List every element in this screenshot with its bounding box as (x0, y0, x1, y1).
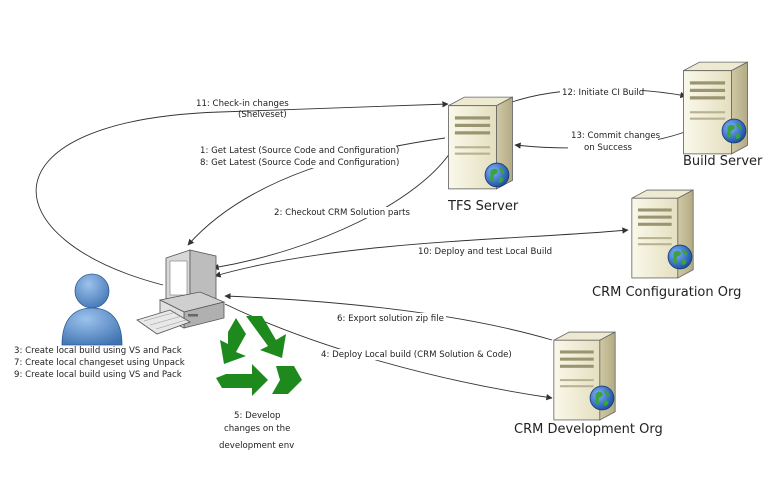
checkout-label: 2: Checkout CRM Solution parts (274, 208, 411, 218)
initiate-ci-label: 12: Initiate CI Build (562, 88, 644, 98)
tfs-server-icon (447, 96, 514, 190)
crm-dev-org-label: CRM Development Org (514, 422, 663, 437)
tfs-server-label: TFS Server (447, 199, 519, 214)
workstation-icon (136, 249, 226, 335)
crm-dev-server-icon (553, 331, 616, 421)
commit-label-line1: 13: Commit changes (571, 131, 661, 141)
export-label: 6: Export solution zip file (337, 314, 444, 324)
deploy-test-connector (214, 227, 629, 278)
build-server-icon (682, 61, 749, 155)
get-latest-label-1: 1: Get Latest (Source Code and Configura… (200, 146, 399, 156)
commit-label-line2: on Success (584, 143, 633, 153)
crm-config-org-label: CRM Configuration Org (592, 285, 741, 300)
develop-note-line2: changes on the (224, 424, 290, 434)
crm-config-server-icon (631, 189, 694, 279)
deploy-test-label: 10: Deploy and test Local Build (418, 247, 552, 257)
checkin-label-line1: 11: Check-in changes (196, 99, 289, 109)
recycle-icon (216, 316, 302, 396)
developer-person-icon (61, 273, 123, 346)
deploy-local-label: 4: Deploy Local build (CRM Solution & Co… (321, 350, 512, 360)
developer-step-7: 7: Create local changeset using Unpack (14, 358, 185, 368)
developer-step-3: 3: Create local build using VS and Pack (14, 346, 182, 356)
build-server-label: Build Server (683, 154, 763, 169)
export-connector (224, 293, 553, 341)
get-latest-connector (187, 137, 446, 246)
checkin-label-line2: (Shelveset) (238, 110, 287, 120)
develop-note-line1: 5: Develop (234, 411, 280, 421)
developer-step-9: 9: Create local build using VS and Pack (14, 370, 182, 380)
get-latest-label-8: 8: Get Latest (Source Code and Configura… (200, 158, 399, 168)
develop-note-line3: development env (219, 441, 294, 451)
checkin-connector (35, 101, 449, 286)
